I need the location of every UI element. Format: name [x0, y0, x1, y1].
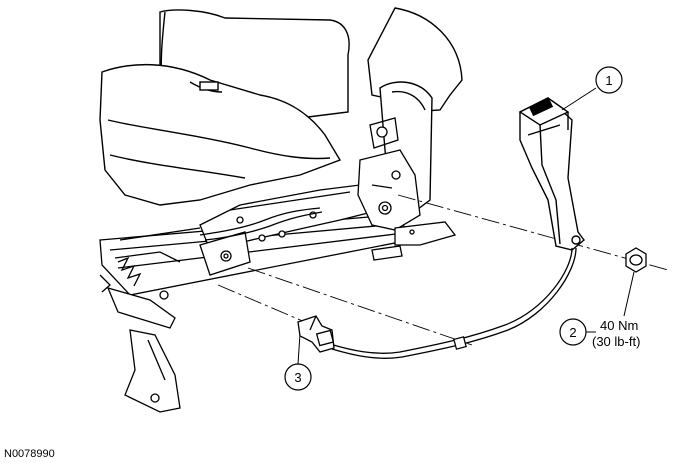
torque-imperial-label: (30 lb-ft) [592, 334, 640, 349]
figure-id: N0078990 [4, 448, 55, 460]
seat-belt-buckle [518, 97, 585, 251]
callout-1-number: 1 [605, 73, 612, 88]
alignment-centerlines [217, 194, 669, 346]
callout-3: 3 [284, 333, 312, 391]
callout-1: 1 [561, 66, 623, 111]
callout-3-number: 3 [294, 370, 301, 385]
callout-2-number: 2 [569, 325, 576, 340]
torque-metric-label: 40 Nm [600, 318, 638, 333]
callout-2: 2 40 Nm (30 lb-ft) [559, 271, 640, 349]
seat-cushion [99, 7, 463, 216]
seat-track-frame [99, 117, 457, 413]
electrical-connector [297, 315, 335, 353]
retaining-nut [625, 247, 647, 273]
buckle-cable [329, 247, 577, 359]
